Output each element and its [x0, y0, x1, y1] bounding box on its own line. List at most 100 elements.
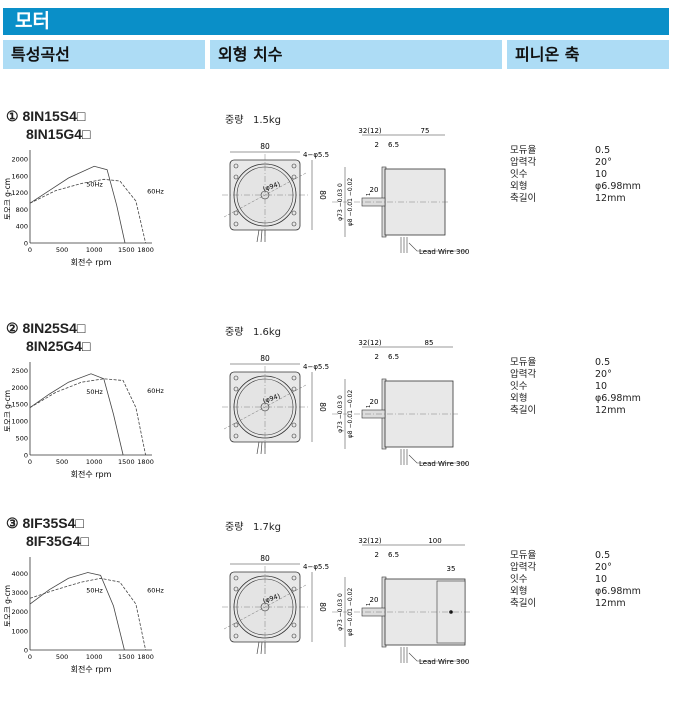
y-tick-label: 2000	[11, 156, 28, 164]
model-s: 8IN15S4□	[22, 108, 86, 124]
pinion-value: 20°	[595, 562, 612, 573]
model-s: 8IF35S4□	[22, 515, 84, 531]
series-line-60Hz	[29, 178, 146, 244]
pinion-value: 12mm	[595, 598, 626, 609]
x-tick-label: 500	[56, 653, 68, 661]
model-g: 8IF35G4□	[26, 533, 89, 549]
dim-shaft-length: 20	[370, 398, 379, 406]
dim-shaft-diameter: φ8 −0.01 −0.02	[347, 588, 354, 637]
y-axis-label: 토오크 g-cm	[3, 178, 12, 220]
front-view-drawing	[222, 363, 313, 455]
lead-wire-label: Lead Wire 300	[419, 658, 469, 666]
dim-holes: 4−φ5.5	[303, 151, 329, 159]
x-tick-label: 500	[56, 246, 68, 254]
weight-label: 중량	[225, 522, 244, 533]
dim-body-diameter: φ73 −0.03 0	[337, 395, 344, 433]
pinion-value: 12mm	[595, 405, 626, 416]
column-header-pinion: 피니온 축	[507, 40, 669, 69]
x-tick-label: 1000	[86, 246, 103, 254]
x-tick-label: 1500	[118, 458, 135, 466]
weight: 중량 1.5kg	[225, 111, 281, 126]
x-tick-label: 1000	[86, 458, 103, 466]
pinion-label: 외형	[510, 181, 528, 192]
weight-value: 1.6kg	[252, 327, 281, 338]
section-number: ③	[6, 515, 19, 531]
dim-body-length: 100	[428, 537, 441, 545]
weight-value: 1.5kg	[252, 115, 281, 126]
pinion-value: 12mm	[595, 193, 626, 204]
y-tick-label: 500	[16, 435, 28, 443]
x-tick-label: 1500	[118, 246, 135, 254]
page-title: 모터	[15, 10, 50, 32]
pinion-value: φ6.98mm	[595, 393, 641, 404]
y-tick-label: 1000	[11, 627, 28, 635]
series-label: 60Hz	[147, 586, 164, 594]
pinion-label: 잇수	[510, 169, 528, 180]
pinion-label: 압력각	[510, 369, 537, 380]
pinion-label: 모듀율	[510, 145, 537, 156]
pinion-label: 모듀율	[510, 357, 537, 368]
pinion-value: 0.5	[595, 145, 611, 156]
model-number-primary: ② 8IN25S4□	[6, 320, 85, 337]
series-line-50Hz	[29, 373, 124, 456]
y-tick-label: 3000	[11, 589, 28, 597]
weight-value: 1.7kg	[252, 522, 281, 533]
dim-key: 1	[366, 405, 372, 408]
pinion-label: 외형	[510, 393, 528, 404]
y-tick-label: 1500	[11, 401, 28, 409]
front-view-drawing	[222, 563, 313, 655]
section-number: ①	[6, 108, 19, 124]
dim-width: 80	[260, 354, 270, 363]
x-tick-label: 500	[56, 458, 68, 466]
dim-height: 80	[318, 402, 327, 412]
dim-flange: 6.5	[388, 353, 399, 361]
y-tick-label: 1200	[11, 189, 28, 197]
section-number: ②	[6, 320, 19, 336]
lead-wire-label: Lead Wire 300	[419, 460, 469, 468]
dim-height: 80	[318, 602, 327, 612]
y-axis-label: 토오크 g-cm	[3, 390, 12, 432]
dim-fan-length: 35	[447, 565, 456, 573]
x-tick-label: 1000	[86, 653, 103, 661]
dim-shaft-diameter: φ8 −0.01 −0.02	[347, 390, 354, 439]
series-line-60Hz	[29, 577, 146, 651]
y-tick-label: 0	[24, 452, 28, 460]
y-tick-label: 1000	[11, 418, 28, 426]
series-line-50Hz	[29, 572, 125, 651]
pinion-label: 모듀율	[510, 550, 537, 561]
dim-flange: 6.5	[388, 551, 399, 559]
series-label: 60Hz	[147, 387, 164, 395]
pinion-label: 압력각	[510, 157, 537, 168]
dim-holes: 4−φ5.5	[303, 563, 329, 571]
series-label: 50Hz	[86, 587, 103, 595]
side-view-drawing	[332, 134, 467, 253]
dim-holes: 4−φ5.5	[303, 363, 329, 371]
weight: 중량 1.6kg	[225, 323, 281, 338]
column-header-dimensions: 외형 치수	[210, 40, 502, 69]
dim-shaft-extension: 32(12)	[358, 127, 382, 135]
pinion-label: 축길이	[510, 598, 537, 609]
dim-key: 1	[366, 603, 372, 606]
pinion-value: 20°	[595, 157, 612, 168]
pinion-value: 10	[595, 574, 608, 585]
pinion-label: 잇수	[510, 574, 528, 585]
front-view-drawing	[222, 151, 313, 243]
y-tick-label: 4000	[11, 570, 28, 578]
dim-shaft-extension: 32(12)	[358, 537, 382, 545]
model-g: 8IN25G4□	[26, 338, 91, 354]
pinion-value: 0.5	[595, 357, 611, 368]
dim-body-diameter: φ73 −0.03 0	[337, 593, 344, 631]
x-axis-label: 회전수 rpm	[71, 257, 112, 267]
x-tick-label: 0	[28, 653, 32, 661]
pinion-label: 압력각	[510, 562, 537, 573]
